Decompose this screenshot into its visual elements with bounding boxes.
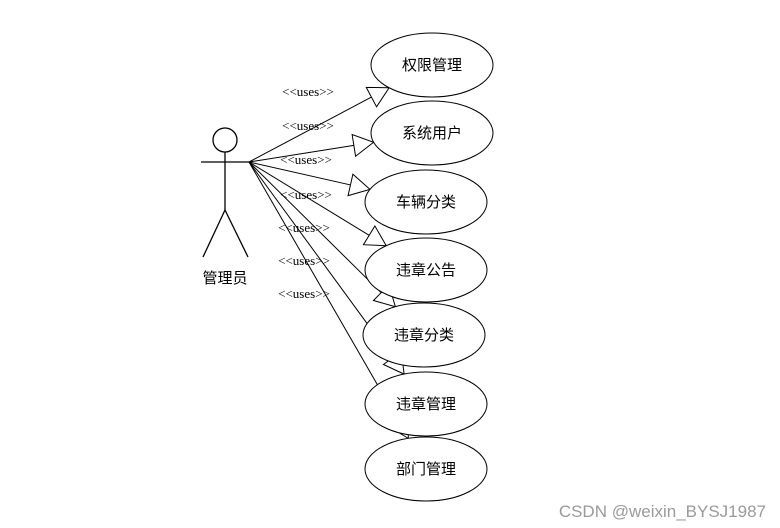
association-line-permission bbox=[248, 96, 372, 163]
use-case-violation-management bbox=[364, 371, 488, 437]
watermark: CSDN @weixin_BYSJ1987 bbox=[558, 502, 766, 521]
association-line-department-management bbox=[248, 161, 399, 422]
relation-label-system-user: <<uses>> bbox=[282, 118, 334, 133]
actor-administrator: 管理员 bbox=[201, 127, 249, 287]
actor-left-leg bbox=[202, 209, 226, 258]
use-case-label-vehicle-category: 车辆分类 bbox=[396, 193, 456, 211]
association-line-violation-category bbox=[248, 161, 382, 294]
association-line-violation-notice bbox=[248, 161, 370, 236]
use-case-label-violation-notice: 违章公告 bbox=[396, 261, 456, 279]
use-case-label-permission: 权限管理 bbox=[402, 56, 462, 74]
actor-head bbox=[212, 127, 238, 153]
use-case-vehicle-category bbox=[364, 169, 488, 235]
relation-label-department-management: <<uses>> bbox=[278, 286, 330, 301]
relation-label-violation-notice: <<uses>> bbox=[280, 187, 332, 202]
use-case-label-system-user: 系统用户 bbox=[402, 124, 462, 142]
relation-label-violation-category: <<uses>> bbox=[278, 220, 330, 235]
use-case-violation-category bbox=[362, 302, 486, 368]
relation-label-permission: <<uses>> bbox=[282, 84, 334, 99]
arrowhead-permission bbox=[365, 86, 391, 108]
relation-label-violation-management: <<uses>> bbox=[278, 253, 330, 268]
use-case-department-management bbox=[364, 436, 488, 502]
use-case-label-violation-category: 违章分类 bbox=[394, 326, 454, 344]
arrowhead-violation-notice bbox=[362, 224, 388, 247]
relation-label-vehicle-category: <<uses>> bbox=[280, 152, 332, 167]
arrowhead-vehicle-category bbox=[347, 173, 371, 197]
actor-label: 管理员 bbox=[202, 269, 247, 287]
association-line-system-user bbox=[248, 144, 354, 163]
actor-right-leg bbox=[224, 209, 249, 258]
use-case-system-user bbox=[370, 100, 494, 166]
use-case-permission bbox=[370, 32, 494, 98]
arrowhead-system-user bbox=[351, 133, 375, 158]
use-case-label-violation-management: 违章管理 bbox=[396, 395, 456, 413]
use-case-violation-notice bbox=[364, 237, 488, 303]
association-line-vehicle-category bbox=[248, 161, 351, 186]
use-case-label-department-management: 部门管理 bbox=[396, 460, 456, 478]
relation-labels: <<uses>> <<uses>> <<uses>> <<uses>> <<uses>>… bbox=[278, 84, 334, 301]
